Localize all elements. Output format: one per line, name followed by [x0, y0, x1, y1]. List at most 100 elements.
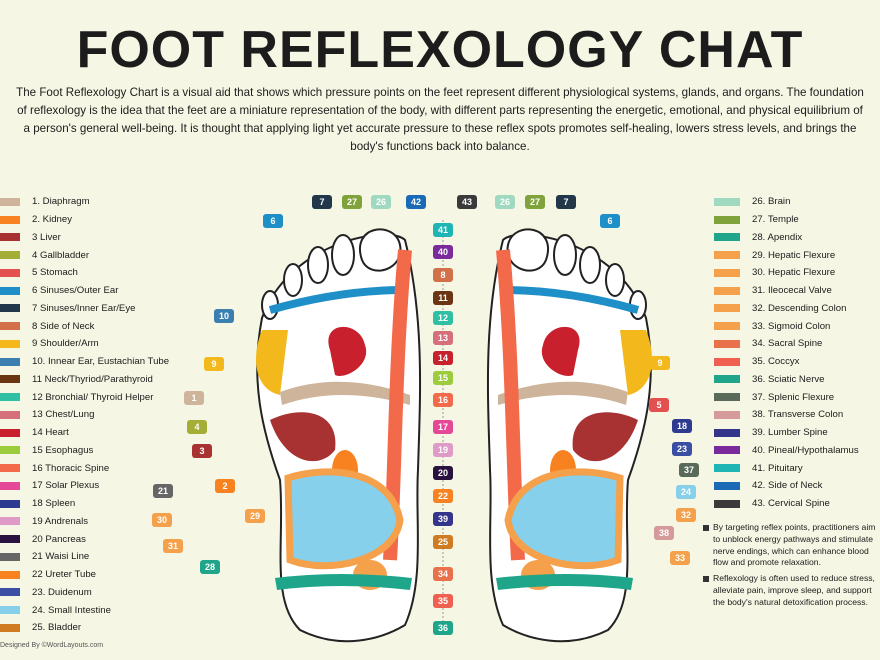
- legend-label: 8 Side of Neck: [32, 320, 95, 332]
- legend-label: 31. Ileocecal Valve: [752, 285, 832, 297]
- number-badge: 38: [654, 526, 674, 540]
- number-badge: 30: [152, 513, 172, 527]
- legend-swatch: [0, 233, 20, 242]
- number-badge: 29: [245, 509, 265, 523]
- number-badge: 11: [433, 291, 453, 305]
- legend-swatch: [0, 322, 20, 331]
- legend-swatch: [714, 286, 740, 295]
- legend-label: 43. Cervical Spine: [752, 498, 830, 510]
- legend-label: 42. Side of Neck: [752, 480, 823, 492]
- legend-label: 13 Chest/Lung: [32, 409, 95, 421]
- legend-item: 17 Solar Plexus: [0, 477, 169, 495]
- legend-swatch: [714, 428, 740, 437]
- number-badge: 22: [433, 489, 453, 503]
- legend-label: 10. Innear Ear, Eustachian Tube: [32, 356, 170, 368]
- legend-swatch: [714, 446, 740, 455]
- legend-item: 32. Descending Colon: [714, 300, 859, 318]
- number-badge: 31: [163, 539, 183, 553]
- number-badge: 2: [215, 479, 235, 493]
- credit-text: Designed By ©WordLayouts.com: [0, 642, 104, 649]
- legend-label: 35. Coccyx: [752, 356, 800, 368]
- legend-label: 2. Kidney: [32, 214, 73, 226]
- legend-item: 9 Shoulder/Arm: [0, 335, 169, 353]
- legend-label: 15 Esophagus: [32, 444, 94, 456]
- legend-swatch: [714, 322, 740, 331]
- legend-swatch: [0, 393, 20, 402]
- legend-label: 17 Solar Plexus: [32, 480, 100, 492]
- legend-swatch: [0, 517, 20, 526]
- legend-item: 34. Sacral Spine: [714, 335, 859, 353]
- legend-swatch: [714, 393, 740, 402]
- number-badge: 26: [495, 195, 515, 209]
- legend-label: 18 Spleen: [32, 498, 76, 510]
- legend-label: 24. Small Intestine: [32, 604, 111, 616]
- legend-label: 27. Temple: [752, 214, 799, 226]
- number-badge: 18: [672, 419, 692, 433]
- legend-label: 6 Sinuses/Outer Ear: [32, 285, 119, 297]
- legend-label: 11 Neck/Thyriod/Parathyroid: [32, 373, 153, 385]
- number-badge: 40: [433, 245, 453, 259]
- intro-text: The Foot Reflexology Chart is a visual a…: [16, 86, 864, 153]
- legend-label: 4 Gallbladder: [32, 249, 90, 261]
- legend-label: 37. Splenic Flexure: [752, 391, 835, 403]
- legend-label: 29. Hepatic Flexure: [752, 249, 836, 261]
- legend-swatch: [0, 606, 20, 615]
- legend-item: 20 Pancreas: [0, 530, 169, 548]
- number-badge: 8: [433, 268, 453, 282]
- number-badge: 41: [433, 223, 453, 237]
- legend-item: 8 Side of Neck: [0, 317, 169, 335]
- legend-swatch: [0, 357, 20, 366]
- legend-swatch: [0, 304, 20, 313]
- legend-label: 33. Sigmoid Colon: [752, 320, 831, 332]
- legend-swatch: [0, 464, 20, 473]
- legend-item: 16 Thoracic Spine: [0, 459, 169, 477]
- legend-swatch: [0, 215, 20, 224]
- legend-label: 1. Diaphragm: [32, 196, 90, 208]
- number-badge: 24: [676, 485, 696, 499]
- legend-item: 13 Chest/Lung: [0, 406, 169, 424]
- number-badge: 37: [679, 463, 699, 477]
- number-badge: 27: [525, 195, 545, 209]
- legend-label: 39. Lumber Spine: [752, 427, 828, 439]
- legend-label: 25. Bladder: [32, 622, 82, 634]
- legend-item: 19 Andrenals: [0, 513, 169, 531]
- legend-item: 28. Apendix: [714, 229, 859, 247]
- legend-item: 43. Cervical Spine: [714, 495, 859, 513]
- number-badge: 26: [371, 195, 391, 209]
- legend-item: 10. Innear Ear, Eustachian Tube: [0, 353, 169, 371]
- number-badge: 1: [184, 391, 204, 405]
- legend-label: 23. Duidenum: [32, 586, 92, 598]
- legend-label: 5 Stomach: [32, 267, 78, 279]
- legend-label: 40. Pineal/Hypothalamus: [752, 444, 859, 456]
- legend-label: 19 Andrenals: [32, 515, 89, 527]
- legend-label: 16 Thoracic Spine: [32, 462, 110, 474]
- number-badge: 43: [457, 195, 477, 209]
- number-badge: 9: [204, 357, 224, 371]
- legend-label: 36. Sciatic Nerve: [752, 373, 825, 385]
- legend-swatch: [0, 570, 20, 579]
- legend-item: 23. Duidenum: [0, 584, 169, 602]
- legend-item: 5 Stomach: [0, 264, 169, 282]
- legend-swatch: [0, 268, 20, 277]
- number-badge: 39: [433, 512, 453, 526]
- legend-label: 20 Pancreas: [32, 533, 86, 545]
- number-badge: 6: [263, 214, 283, 228]
- legend-swatch: [0, 623, 20, 632]
- legend-swatch: [0, 535, 20, 544]
- legend-item: 7 Sinuses/Inner Ear/Eye: [0, 300, 169, 318]
- legend-swatch: [714, 481, 740, 490]
- left-foot: [256, 228, 422, 643]
- number-badge: 27: [342, 195, 362, 209]
- legend-item: 36. Sciatic Nerve: [714, 371, 859, 389]
- page-title: FOOT REFLEXOLOGY CHAT: [76, 21, 804, 79]
- legend-swatch: [714, 251, 740, 260]
- legend-swatch: [0, 499, 20, 508]
- legend-swatch: [714, 375, 740, 384]
- legend-item: 38. Transverse Colon: [714, 406, 859, 424]
- right-foot: [488, 229, 652, 641]
- legend-item: 14 Heart: [0, 424, 169, 442]
- note-item: Reflexology is often used to reduce stre…: [703, 573, 880, 608]
